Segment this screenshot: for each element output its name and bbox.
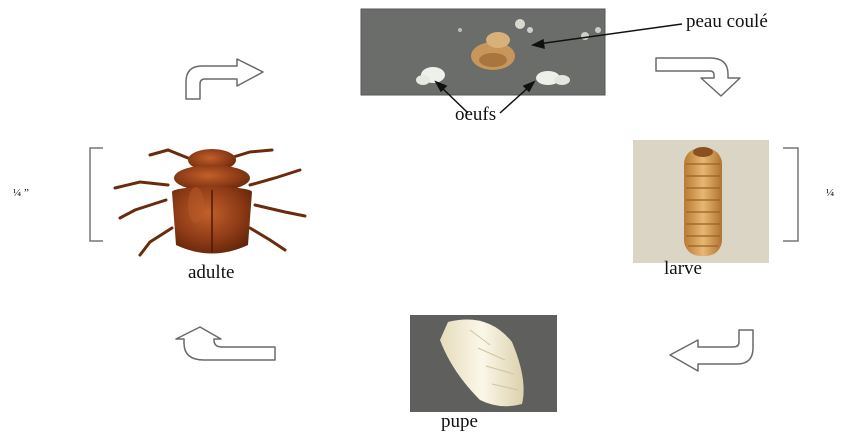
adult-label: adulte [188,262,234,284]
egg-photo [361,9,605,95]
arrow-up-right-icon [186,59,263,99]
adult-size-label: ¼ ” [13,187,29,199]
shed-skin-label: peau coulé [686,11,768,33]
arrow-down-left-icon [670,330,753,371]
adult-size-bracket [90,148,103,241]
pupa-photo [410,315,557,412]
larva-label: larve [664,258,702,280]
adult-beetle-image [115,149,305,255]
larva-size-label: ¼ [826,187,834,199]
larva-size-bracket [783,148,798,241]
larva-image [684,147,722,256]
arrow-left-up-icon [165,322,275,360]
larva-photo [633,140,769,263]
eggs-label: oeufs [455,104,496,126]
arrow-right-down-icon [656,58,740,96]
